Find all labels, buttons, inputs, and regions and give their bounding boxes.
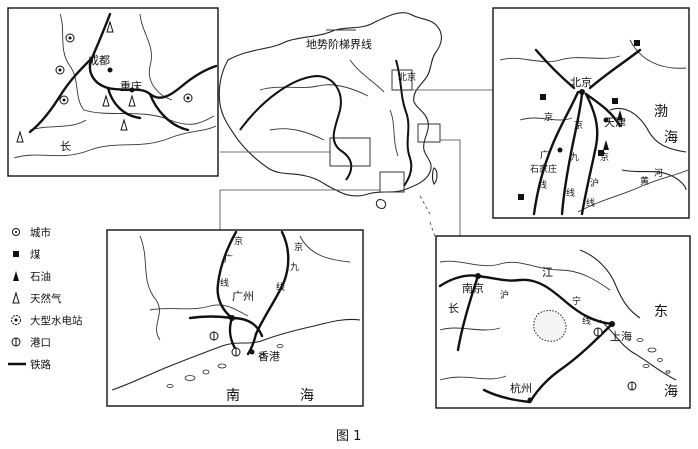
city-shijiazhuang: 石家庄	[530, 163, 557, 175]
rail-label: 广	[540, 149, 549, 161]
coal-icon	[13, 251, 19, 257]
river-label-jiang: 江	[542, 266, 553, 279]
railway-huning	[438, 274, 614, 326]
inset-sichuan: 成都 重庆 长	[7, 7, 219, 177]
city-nanjing: 南京	[462, 281, 484, 295]
yellow-river-beijing	[577, 169, 689, 213]
rail-label: 线	[220, 277, 229, 289]
railway-jingjiu-gz	[254, 230, 290, 336]
yangtze-river-sichuan	[13, 125, 217, 159]
gas-icon	[12, 291, 20, 304]
bohai-label-1: 渤	[654, 104, 668, 120]
east-sea-label-2: 海	[664, 384, 678, 400]
inset-beijing: 北京 天津 石家庄 渤 海 京 广 线 京 九 线 京 沪 线 黄 河	[492, 7, 690, 219]
legend: 城市 煤 石油 天然气 大型水电站 港口 铁路	[8, 226, 83, 371]
coal-icon	[518, 40, 640, 200]
rail-label: 宁	[572, 295, 581, 307]
river-label: 河	[654, 167, 663, 179]
city-chongqing: 重庆	[120, 79, 142, 93]
river-label-chang: 长	[448, 302, 459, 315]
east-sea-label-1: 东	[654, 304, 668, 320]
legend-label-city: 城市	[30, 226, 51, 239]
port-icon	[209, 331, 241, 357]
city-shanghai: 上海	[610, 329, 632, 343]
oil-icon	[603, 110, 623, 150]
hydropower-icon	[55, 33, 193, 105]
bohai-label-2: 海	[664, 130, 678, 146]
hydropower-icon	[11, 315, 21, 325]
rail-label: 线	[582, 315, 591, 327]
legend-label-coal: 煤	[30, 248, 41, 261]
railway-jingguang	[532, 90, 580, 216]
rail-label: 线	[586, 197, 595, 209]
legend-label-oil: 石油	[30, 270, 51, 283]
city-guangzhou: 广州	[232, 290, 254, 303]
city-tianjin: 天津	[604, 116, 626, 129]
port-icon	[593, 327, 637, 391]
river-label: 黄	[640, 175, 649, 187]
rail-label: 线	[566, 187, 575, 199]
railway-jingjiu	[560, 92, 584, 216]
legend-label-hydropower: 大型水电站	[30, 314, 83, 327]
rail-label: 沪	[500, 289, 509, 301]
port-icon	[11, 337, 21, 347]
river-label-sichuan: 长	[60, 140, 71, 153]
rail-label: 京	[234, 235, 243, 247]
rail-label: 京	[574, 119, 583, 131]
yangtze-river-shanghai	[439, 260, 611, 291]
inset-shanghai: 南京 上海 杭州 长 江 沪 宁 线 东 海	[435, 235, 691, 409]
legend-label-railway: 铁路	[30, 358, 51, 371]
rail-label: 线	[538, 179, 547, 191]
south-sea-label-1: 南	[226, 388, 240, 404]
terrain-step-boundary	[239, 74, 353, 181]
rail-label: 线	[276, 281, 285, 293]
rail-label: 九	[570, 152, 579, 163]
rail-label: 广	[224, 253, 233, 265]
legend-label-gas: 天然气	[30, 292, 62, 305]
rail-label: 京	[600, 151, 609, 163]
main-beijing-label: 北京	[398, 71, 416, 83]
boundary-label: 地势阶梯界线	[306, 37, 372, 51]
gas-icon	[16, 20, 136, 143]
city-beijing: 北京	[570, 75, 592, 89]
china-main-map: 地势阶梯界线 北京	[218, 12, 445, 263]
city-chengdu: 成都	[88, 54, 110, 67]
rail-label: 京	[544, 111, 553, 123]
legend-label-port: 港口	[30, 337, 51, 349]
railway-jingguang-gz	[216, 230, 238, 320]
rail-label: 京	[294, 241, 303, 253]
oil-icon	[13, 271, 19, 281]
rail-label: 九	[290, 262, 299, 273]
city-hangzhou: 杭州	[510, 381, 532, 395]
rail-label: 沪	[590, 177, 599, 189]
city-hongkong: 香港	[258, 350, 280, 363]
figure-caption: 图 1	[336, 429, 361, 444]
inset-guangzhou: 广州 香港 南 海 京 广 线 京 九 线	[106, 229, 364, 407]
south-sea-label-2: 海	[300, 388, 314, 404]
railway-jinghu	[580, 92, 599, 216]
city-icon	[12, 228, 20, 236]
